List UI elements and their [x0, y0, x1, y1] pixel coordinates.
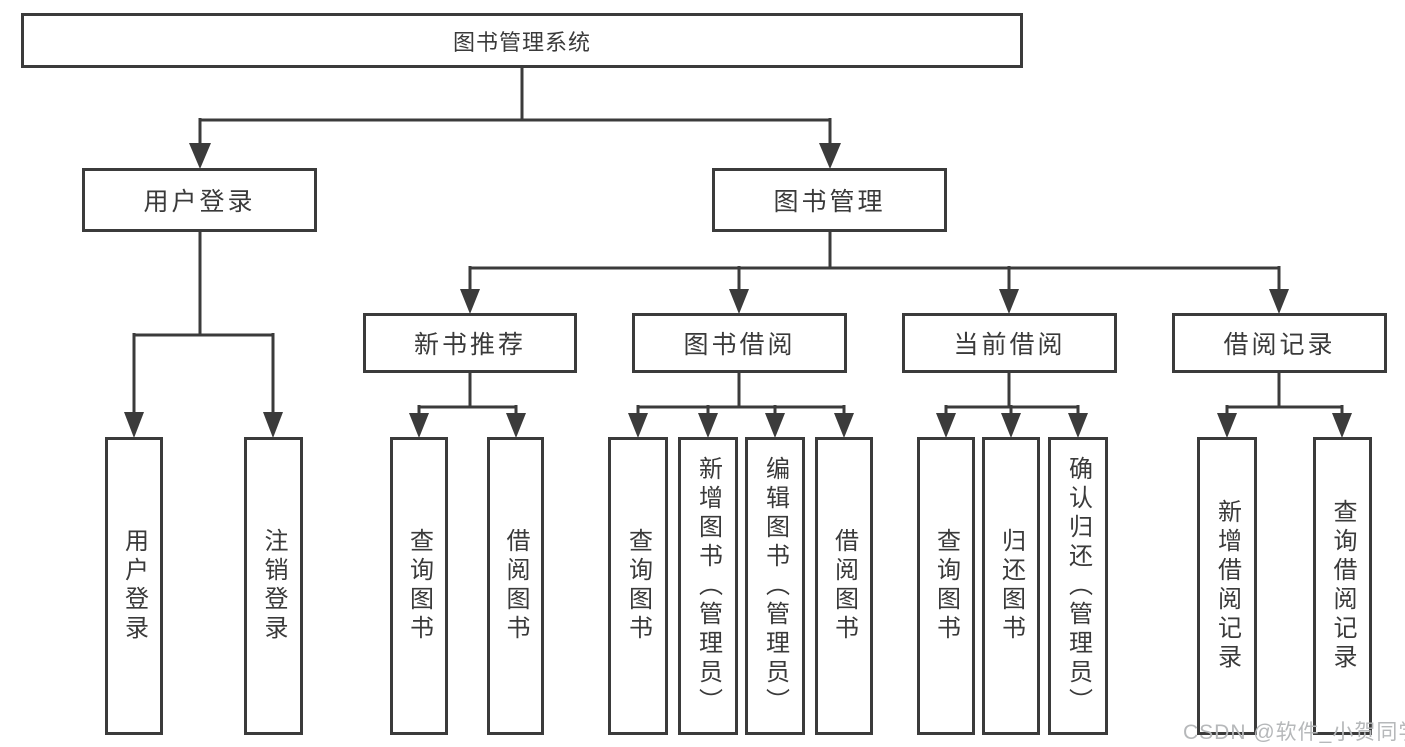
- node-borrow-records: 借阅记录: [1172, 313, 1387, 373]
- arrow-down-icon: [1068, 413, 1088, 438]
- leaf-add-books-admin: 新增图书（管理员）: [678, 437, 738, 735]
- leaf-borrow-books: 借阅图书: [815, 437, 873, 735]
- leaf-query-books-current: 查询图书: [917, 437, 975, 735]
- leaf-query-books-borrowing: 查询图书: [608, 437, 668, 735]
- arrow-down-icon: [765, 413, 785, 438]
- arrow-down-icon: [834, 413, 854, 438]
- edge-book-borrow-rail: [636, 373, 846, 415]
- node-book-management: 图书管理: [712, 168, 947, 232]
- leaf-borrow-books-recommend: 借阅图书: [487, 437, 544, 735]
- arrow-down-icon: [936, 413, 956, 438]
- edge-book-mgmt-rail: [468, 232, 1281, 290]
- leaf-add-borrow-record: 新增借阅记录: [1197, 437, 1257, 735]
- edge-user-login-rail: [132, 232, 275, 414]
- arrow-down-icon: [263, 412, 283, 438]
- arrow-down-icon: [999, 289, 1019, 314]
- arrow-down-icon: [729, 289, 749, 314]
- leaf-confirm-return-admin: 确认归还（管理员）: [1048, 437, 1108, 735]
- leaf-logout: 注销登录: [244, 437, 303, 735]
- leaf-user-login: 用户登录: [105, 437, 163, 735]
- arrow-down-icon: [1332, 413, 1352, 438]
- node-library-system: 图书管理系统: [21, 13, 1023, 68]
- node-new-book-recommend: 新书推荐: [363, 313, 577, 373]
- leaf-edit-books-admin: 编辑图书（管理员）: [745, 437, 805, 735]
- arrow-down-icon: [189, 143, 211, 169]
- arrow-down-icon: [409, 413, 429, 438]
- edge-current-borrow-rail: [944, 373, 1080, 415]
- node-user-login: 用户登录: [82, 168, 317, 232]
- arrow-down-icon: [460, 289, 480, 314]
- arrow-down-icon: [698, 413, 718, 438]
- arrow-down-icon: [124, 412, 144, 438]
- csdn-watermark: CSDN @软件_小贺同学: [1183, 721, 1405, 744]
- arrow-down-icon: [1217, 413, 1237, 438]
- arrow-down-icon: [1001, 413, 1021, 438]
- edge-new-books-rail: [417, 373, 518, 415]
- node-book-borrowing: 图书借阅: [632, 313, 847, 373]
- edge-borrow-records-rail: [1225, 373, 1344, 415]
- arrow-down-icon: [628, 413, 648, 438]
- leaf-query-borrow-record: 查询借阅记录: [1313, 437, 1372, 735]
- edge-root-rail: [198, 68, 832, 144]
- leaf-return-books: 归还图书: [982, 437, 1040, 735]
- arrow-down-icon: [819, 143, 841, 169]
- node-current-borrowing: 当前借阅: [902, 313, 1117, 373]
- arrow-down-icon: [1269, 289, 1289, 314]
- arrow-down-icon: [506, 413, 526, 438]
- leaf-query-books-recommend: 查询图书: [390, 437, 448, 735]
